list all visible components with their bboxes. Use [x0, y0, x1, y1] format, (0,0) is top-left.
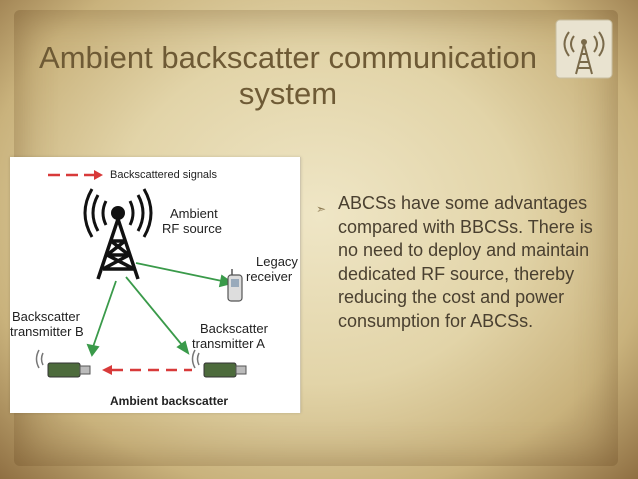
diagram-caption: Ambient backscatter: [110, 394, 229, 408]
tx-b-label-2: transmitter B: [10, 324, 84, 339]
legend-label: Backscattered signals: [110, 169, 217, 181]
backscatter-arrow: [102, 365, 192, 375]
backscatter-diagram: Backscattered signals Ambient RF source …: [10, 157, 301, 413]
transmitter-a-device-icon: [191, 349, 247, 378]
tx-a-label-2: transmitter A: [192, 336, 265, 351]
legacy-receiver-phone-icon: [227, 269, 243, 302]
tx-b-label-1: Backscatter: [12, 309, 80, 324]
receiver-label-2: receiver: [246, 269, 293, 284]
bullet-item: ABCSs have some advantages compared with…: [338, 193, 593, 331]
source-label-2: RF source: [162, 221, 222, 236]
legend-arrow: [48, 170, 103, 180]
transmitter-b-device-icon: [35, 349, 91, 378]
tx-a-label-1: Backscatter: [200, 321, 268, 336]
rf-source-tower-icon: [83, 188, 153, 280]
slide-title: Ambient backscatter communication system: [39, 40, 537, 111]
source-label-1: Ambient: [170, 206, 218, 221]
bullet-arrow-icon: ➣: [316, 202, 327, 216]
antenna-tower-icon: [554, 18, 614, 80]
receiver-label-1: Legacy: [256, 254, 298, 269]
